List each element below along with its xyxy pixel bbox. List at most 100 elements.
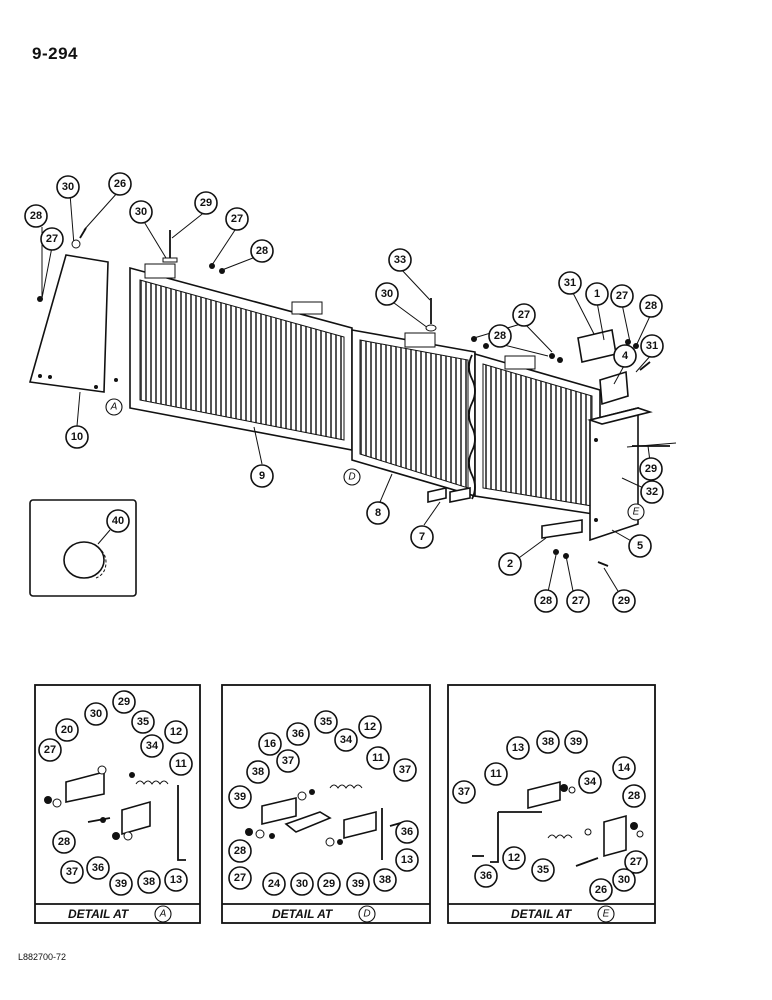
callout-8: 8 bbox=[366, 501, 390, 525]
svg-text:28: 28 bbox=[494, 330, 506, 342]
caption-e-label: DETAIL AT bbox=[511, 907, 573, 921]
caption-e: DETAIL AT E bbox=[511, 905, 615, 923]
svg-text:E: E bbox=[603, 909, 610, 920]
detail-a-callout-27: 27 bbox=[38, 738, 62, 762]
callout-10: 10 bbox=[65, 425, 89, 449]
callout-31b: 31 bbox=[640, 334, 664, 358]
svg-text:28: 28 bbox=[540, 595, 552, 607]
svg-text:A: A bbox=[159, 909, 167, 920]
svg-text:A: A bbox=[110, 402, 118, 413]
screen-panel-center bbox=[351, 329, 476, 498]
svg-text:36: 36 bbox=[401, 826, 413, 838]
svg-text:2: 2 bbox=[507, 558, 513, 570]
svg-text:1: 1 bbox=[594, 288, 600, 300]
svg-text:D: D bbox=[348, 472, 355, 483]
svg-text:36: 36 bbox=[292, 728, 304, 740]
detail-a-callout-29: 29 bbox=[112, 690, 136, 714]
svg-text:11: 11 bbox=[175, 758, 187, 770]
detail-d-callout-27: 27 bbox=[228, 866, 252, 890]
svg-text:D: D bbox=[363, 909, 370, 920]
caption-a-ref: A bbox=[154, 905, 172, 923]
svg-text:37: 37 bbox=[66, 866, 78, 878]
svg-text:30: 30 bbox=[618, 874, 630, 886]
svg-text:27: 27 bbox=[234, 872, 246, 884]
caption-a: DETAIL AT A bbox=[68, 905, 172, 923]
detail-a-callout-12: 12 bbox=[164, 720, 188, 744]
caption-d-ref: D bbox=[358, 905, 376, 923]
detail-a-callout-36: 36 bbox=[86, 856, 110, 880]
svg-text:34: 34 bbox=[584, 776, 597, 788]
detail-e-callout-28: 28 bbox=[622, 784, 646, 808]
svg-text:26: 26 bbox=[595, 884, 607, 896]
caption-d: DETAIL AT D bbox=[272, 905, 376, 923]
svg-text:16: 16 bbox=[264, 738, 276, 750]
detail-d-callout-24: 24 bbox=[262, 872, 286, 896]
svg-text:28: 28 bbox=[234, 845, 246, 857]
side-bracket bbox=[587, 406, 653, 542]
svg-text:37: 37 bbox=[399, 764, 411, 776]
detail-e-callout-30: 30 bbox=[612, 868, 636, 892]
svg-text:29: 29 bbox=[200, 197, 212, 209]
svg-text:33: 33 bbox=[394, 254, 406, 266]
callout-26a: 26 bbox=[108, 172, 132, 196]
svg-text:40: 40 bbox=[112, 515, 124, 527]
svg-text:38: 38 bbox=[542, 736, 554, 748]
caption-d-label: DETAIL AT bbox=[272, 907, 334, 921]
svg-text:30: 30 bbox=[62, 181, 74, 193]
svg-text:27: 27 bbox=[572, 595, 584, 607]
svg-text:39: 39 bbox=[234, 791, 246, 803]
detail-e-callout-38: 38 bbox=[536, 730, 560, 754]
detail-d-callout-35: 35 bbox=[314, 710, 338, 734]
callout-9: 9 bbox=[250, 464, 274, 488]
svg-text:4: 4 bbox=[622, 350, 629, 362]
svg-text:8: 8 bbox=[375, 507, 381, 519]
callout-30b: 30 bbox=[129, 200, 153, 224]
svg-text:27: 27 bbox=[630, 856, 642, 868]
svg-text:37: 37 bbox=[458, 786, 470, 798]
svg-text:37: 37 bbox=[282, 755, 294, 767]
detail-e-callout-34: 34 bbox=[578, 770, 602, 794]
detail-e-callout-12: 12 bbox=[502, 846, 526, 870]
cover-plate bbox=[28, 254, 109, 393]
callout-28c: 28 bbox=[639, 294, 663, 318]
svg-text:28: 28 bbox=[628, 790, 640, 802]
callout-27a: 27 bbox=[40, 227, 64, 251]
svg-text:28: 28 bbox=[58, 836, 70, 848]
svg-text:39: 39 bbox=[570, 736, 582, 748]
svg-text:14: 14 bbox=[618, 762, 631, 774]
callout-29b: 29 bbox=[639, 457, 663, 481]
svg-text:12: 12 bbox=[364, 721, 376, 733]
ref-marker-d: D bbox=[343, 468, 361, 486]
svg-text:5: 5 bbox=[637, 540, 643, 552]
caption-e-ref: E bbox=[597, 905, 615, 923]
svg-text:34: 34 bbox=[146, 740, 159, 752]
detail-d-callout-37a: 37 bbox=[276, 749, 300, 773]
detail-d-callout-12: 12 bbox=[358, 715, 382, 739]
callout-31a: 31 bbox=[558, 271, 582, 295]
svg-text:35: 35 bbox=[537, 864, 549, 876]
callout-28a: 28 bbox=[24, 204, 48, 228]
svg-text:9: 9 bbox=[259, 470, 265, 482]
callout-30a: 30 bbox=[56, 175, 80, 199]
svg-text:13: 13 bbox=[170, 874, 182, 886]
callout-5: 5 bbox=[628, 534, 652, 558]
svg-text:27: 27 bbox=[518, 309, 530, 321]
callout-28e: 28 bbox=[534, 589, 558, 613]
callout-4: 4 bbox=[613, 344, 637, 368]
svg-text:39: 39 bbox=[115, 878, 127, 890]
callout-33: 33 bbox=[388, 248, 412, 272]
detail-a-callout-38: 38 bbox=[137, 870, 161, 894]
svg-text:36: 36 bbox=[480, 870, 492, 882]
callout-1: 1 bbox=[585, 282, 609, 306]
ref-marker-e: E bbox=[627, 503, 645, 521]
callout-27d: 27 bbox=[512, 303, 536, 327]
callout-30c: 30 bbox=[375, 282, 399, 306]
svg-text:36: 36 bbox=[92, 862, 104, 874]
detail-a-callout-28: 28 bbox=[52, 830, 76, 854]
svg-text:29: 29 bbox=[618, 595, 630, 607]
callouts: 28 27 30 26 10 30 29 27 28 9 33 30 8 7 3… bbox=[24, 172, 664, 902]
svg-text:35: 35 bbox=[320, 716, 332, 728]
svg-text:38: 38 bbox=[143, 876, 155, 888]
detail-d-callout-30: 30 bbox=[290, 872, 314, 896]
